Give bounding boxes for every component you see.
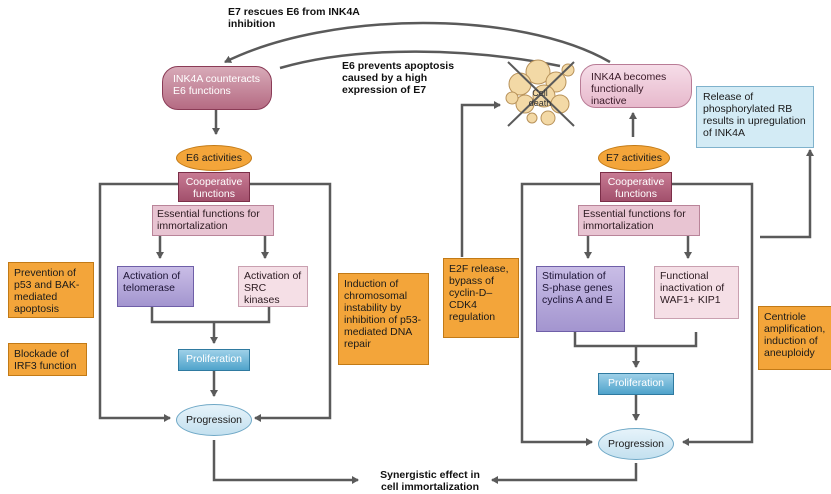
side-blockade-irf3: Blockade of IRF3 function	[8, 343, 87, 376]
side-prevention-p53: Prevention of p53 and BAK-mediated apopt…	[8, 262, 94, 318]
cell-death-icon	[505, 59, 575, 127]
node-inactivation-waf1-kip1: Functional inactivation of WAF1+ KIP1	[654, 266, 739, 319]
node-proliferation-e6: Proliferation	[178, 349, 250, 371]
node-activation-telomerase: Activation of telomerase	[117, 266, 194, 307]
label-cell-death: Cell death	[528, 88, 552, 108]
arc-e7-rescues	[224, 21, 611, 64]
node-progression-e7: Progression	[598, 428, 674, 460]
node-activation-src-kinases: Activation of SRC kinases	[238, 266, 308, 307]
side-e2f-release: E2F release, bypass of cyclin-D–CDK4 reg…	[443, 258, 519, 338]
label-e6-prevents: E6 prevents apoptosis caused by a high e…	[342, 60, 455, 96]
node-release-phosphorylated-rb: Release of phosphorylated RB results in …	[696, 86, 814, 148]
label-e7-rescues: E7 rescues E6 from INK4A inhibition	[228, 6, 360, 30]
node-e6-activities: E6 activities	[176, 145, 252, 171]
node-proliferation-e7: Proliferation	[598, 373, 674, 395]
side-centriole-amplification: Centriole amplification, induction of an…	[758, 306, 831, 370]
label-synergistic-effect: Synergistic effect in cell immortalizati…	[380, 469, 480, 493]
node-e7-activities: E7 activities	[598, 145, 670, 171]
node-cooperative-functions-e7: Cooperative functions	[600, 172, 672, 202]
arc-e6-prevents	[279, 50, 561, 70]
node-essential-functions-e7: Essential functions for immortalization	[578, 205, 700, 236]
node-ink4a-inactive: INK4A becomes functionally inactive	[580, 64, 692, 108]
node-progression-e6: Progression	[176, 404, 252, 436]
node-essential-functions-e6: Essential functions for immortalization	[152, 205, 274, 236]
node-ink4a-counteracts-e6: INK4A counteracts E6 functions	[162, 66, 272, 110]
side-chromosomal-instability: Induction of chromosomal instability by …	[338, 273, 429, 365]
node-stimulation-s-phase: Stimulation of S-phase genes cyclins A a…	[536, 266, 625, 332]
node-cooperative-functions-e6: Cooperative functions	[178, 172, 250, 202]
